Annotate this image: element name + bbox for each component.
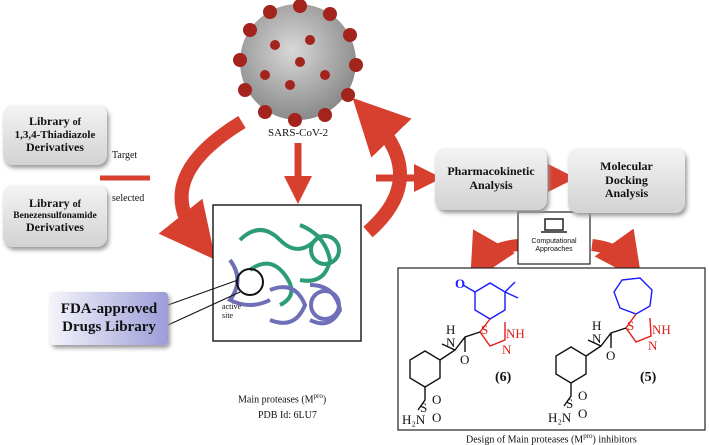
design-box	[397, 267, 706, 431]
atom-s: S	[627, 318, 635, 333]
atom-sulf-o1: O	[432, 392, 442, 407]
library-derivatives: Derivatives	[26, 140, 84, 155]
pdb-id: PDB Id: 6LU7	[258, 410, 317, 421]
atom-o: O	[455, 276, 466, 291]
library-label: Library	[28, 195, 70, 210]
active-site-label: active site	[222, 302, 242, 321]
compound-6-label: (6)	[495, 370, 512, 385]
atom-nh: NH	[652, 322, 671, 337]
step-line1: Pharmacokinetic	[447, 164, 535, 179]
active-site-line2: site	[222, 310, 234, 320]
comp-line1: Computational	[531, 238, 577, 245]
atom-sulf-o1: O	[578, 388, 588, 403]
comp-line2: Approaches	[535, 246, 573, 254]
selected-label: selected	[112, 193, 145, 204]
atom-h2n: H₂N	[548, 410, 572, 425]
laptop-icon	[544, 218, 564, 231]
caption-text: Design of Main proteases (M	[466, 434, 584, 445]
atom-s: S	[481, 322, 489, 337]
atom-sulf-o2: O	[578, 406, 588, 421]
virus-image	[233, 0, 363, 127]
virus-label: SARS-CoV-2	[268, 127, 329, 139]
pharmacokinetic-analysis-box: Pharmacokinetic Analysis	[435, 148, 547, 210]
fda-line1: FDA-approved	[60, 301, 158, 318]
active-site-line1: active	[222, 302, 242, 311]
molecular-docking-box: Molecular Docking Analysis	[568, 148, 685, 213]
protein-caption: Main proteases (Mpro)	[238, 392, 326, 405]
computational-approaches-label: Computational Approaches	[519, 238, 589, 255]
atom-sulf-o2: O	[432, 410, 442, 425]
arrows	[100, 97, 642, 283]
atom-n: N	[648, 338, 658, 353]
library-thiadiazole-box: Library of 1,3,4-Thiadiazole Derivatives	[3, 105, 107, 165]
atom-amide-h: H	[446, 322, 456, 337]
atom-n: N	[502, 342, 512, 357]
atom-h2n: H₂N	[402, 412, 426, 427]
library-of: of	[72, 116, 81, 128]
step-line1: Molecular	[600, 158, 653, 173]
computational-approaches-box	[517, 211, 591, 265]
atom-amide-n: N	[446, 335, 456, 350]
library-label: Library	[28, 113, 70, 128]
atom-amide-o: O	[606, 348, 616, 363]
atom-amide-n: N	[592, 331, 602, 346]
compound-5-structure	[555, 277, 653, 407]
design-caption: Design of Main proteases (Mpro) inhibito…	[466, 432, 637, 445]
target-label: Target	[112, 150, 138, 161]
atom-amide-o: O	[460, 352, 470, 367]
protein-structure-image	[167, 204, 362, 342]
library-derivatives: Derivatives	[26, 220, 84, 235]
compound-5-label: (5)	[640, 370, 657, 385]
atom-amide-h: H	[592, 318, 602, 333]
step-line2: Docking	[605, 172, 648, 187]
step-line3: Analysis	[604, 186, 649, 201]
caption-close: ) inhibitors	[592, 434, 637, 445]
atom-nh: NH	[506, 326, 525, 341]
library-of: of	[72, 198, 81, 210]
library-name: 1,3,4-Thiadiazole	[14, 128, 96, 141]
atom-sulf-s: S	[566, 396, 574, 411]
fda-line2: Drugs Library	[62, 318, 156, 335]
caption-sup: pro	[583, 432, 593, 440]
library-benzenesulfonamide-box: Library of Benezensulfonamide Derivative…	[3, 185, 107, 247]
step-line2: Analysis	[469, 178, 513, 192]
fda-drugs-library-box: FDA-approved Drugs Library	[50, 292, 168, 345]
atom-sulf-s: S	[420, 400, 428, 415]
caption-close: )	[322, 394, 327, 406]
caption-sup: pro	[313, 392, 323, 400]
library-name: Benezensulfonamide	[13, 210, 97, 221]
compound-6-structure	[409, 281, 519, 411]
caption-text: Main proteases (M	[238, 394, 314, 406]
